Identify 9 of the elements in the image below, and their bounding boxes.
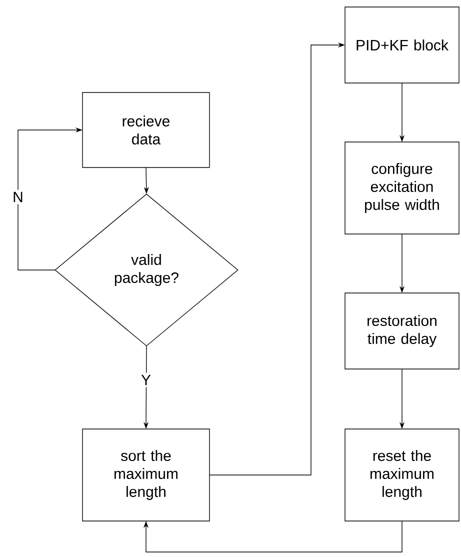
process-box: recieve data <box>82 92 210 168</box>
edge-label: N <box>10 190 26 204</box>
process-box: restoration time delay <box>344 292 460 370</box>
process-box: reset the maximum length <box>344 428 460 522</box>
process-box: PID+KF block <box>344 6 460 84</box>
edge-label: Y <box>139 372 153 388</box>
process-box: configure excitation pulse width <box>344 142 460 234</box>
arrow <box>143 520 402 552</box>
process-box: sort the maximum length <box>82 428 210 522</box>
